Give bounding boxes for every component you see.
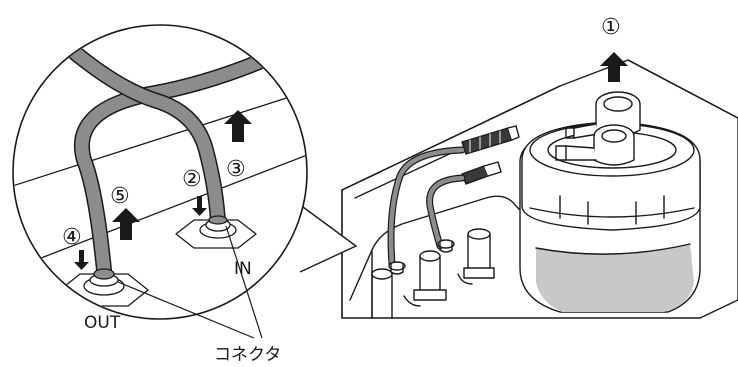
out-label: OUT [84,313,121,333]
in-label: IN [234,259,252,279]
step-2-label: ② [182,167,202,192]
step-5-label: ⑤ [110,184,130,209]
connector-label: コネクタ [214,345,281,365]
equipment-overview [342,60,738,318]
step-1-label: ① [601,15,621,40]
step-3-label: ③ [226,157,246,182]
step-4-label: ④ [62,225,82,250]
